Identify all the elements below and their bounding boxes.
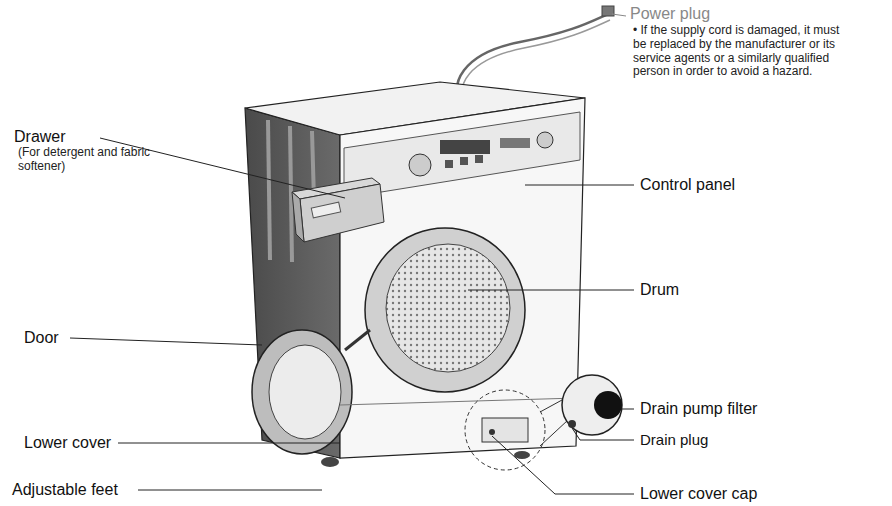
display bbox=[440, 140, 490, 154]
note-text: (For detergent and fabric softener) bbox=[18, 146, 153, 174]
part-label: Door bbox=[24, 329, 59, 347]
leader-line bbox=[468, 290, 634, 291]
part-label: Drain plug bbox=[640, 431, 708, 448]
door-ring bbox=[365, 228, 525, 392]
detail-circle bbox=[465, 390, 545, 470]
foot bbox=[321, 457, 339, 467]
part-label: Power plug bbox=[630, 5, 710, 23]
lower-cover-cap bbox=[482, 418, 528, 442]
leader-line bbox=[492, 436, 634, 494]
drain-pump-filter-symbol bbox=[594, 391, 622, 419]
part-label: Lower cover bbox=[24, 434, 111, 452]
leader-line bbox=[70, 338, 262, 345]
part-label: Lower cover cap bbox=[640, 485, 757, 503]
magnifier bbox=[562, 375, 622, 435]
door-glass bbox=[269, 345, 341, 439]
part-label: Drawer bbox=[14, 128, 66, 146]
button bbox=[445, 160, 453, 168]
lower-cover-edge bbox=[340, 398, 577, 405]
detail-link bbox=[540, 420, 568, 446]
part-label: Adjustable feet bbox=[12, 481, 118, 499]
button bbox=[460, 157, 468, 165]
leader-line bbox=[138, 490, 322, 491]
part-label: Drum bbox=[640, 281, 679, 299]
button bbox=[475, 155, 483, 163]
drawer-slot bbox=[311, 202, 340, 218]
drawer bbox=[300, 184, 384, 242]
knob bbox=[409, 154, 431, 176]
side-stripe bbox=[268, 120, 270, 260]
leader-line bbox=[612, 14, 626, 16]
hinge bbox=[345, 330, 370, 350]
leader-line bbox=[572, 428, 634, 440]
detail-link bbox=[540, 400, 562, 412]
part-label: Drain pump filter bbox=[640, 400, 757, 418]
drawer bbox=[292, 192, 304, 242]
part-label: Control panel bbox=[640, 176, 735, 194]
drain-plug-symbol bbox=[568, 420, 576, 428]
drum bbox=[386, 244, 510, 372]
door bbox=[252, 330, 352, 454]
front-panel bbox=[340, 98, 585, 458]
knob bbox=[537, 132, 553, 148]
leader-line bbox=[118, 443, 340, 444]
drain-plug-dot bbox=[489, 429, 495, 435]
button bbox=[500, 138, 530, 148]
leader-line bbox=[622, 409, 634, 410]
leader-line bbox=[525, 185, 634, 186]
note-text: • If the supply cord is damaged, it must… bbox=[633, 24, 843, 79]
